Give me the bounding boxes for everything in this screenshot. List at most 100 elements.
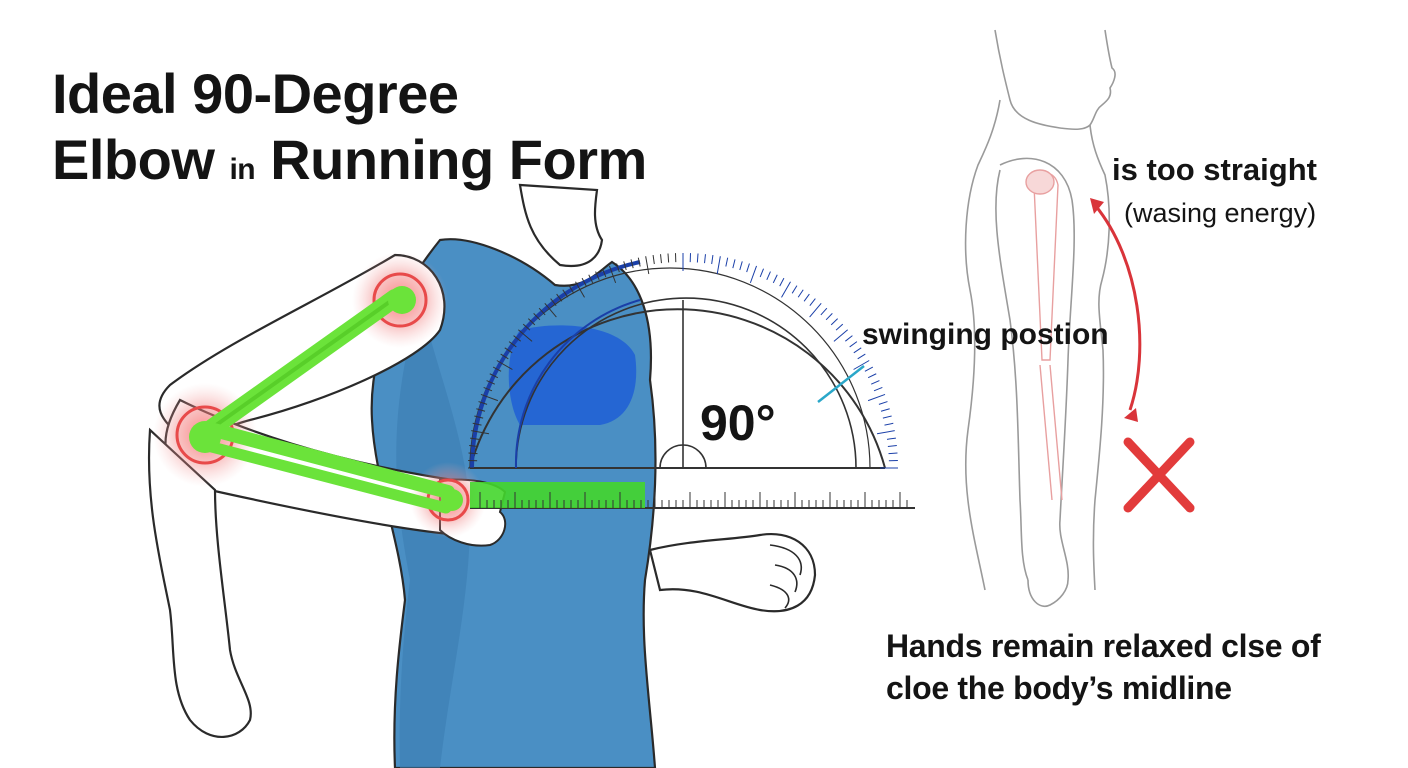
protractor-tick [867, 373, 877, 379]
protractor-tick [835, 323, 844, 331]
protractor-tick [608, 265, 617, 284]
protractor [468, 253, 898, 469]
protractor-tick [732, 259, 736, 269]
protractor-tick [667, 253, 670, 263]
protractor-tick [759, 268, 765, 278]
protractor-tick [568, 285, 575, 294]
wrong-example-figure [964, 29, 1116, 607]
protractor-tick [845, 335, 853, 342]
protractor-outer-arc [469, 308, 886, 469]
protractor-tick [504, 347, 513, 354]
protractor-tick [739, 261, 743, 271]
protractor-tick [704, 254, 706, 264]
accent-tick [817, 365, 865, 403]
protractor-tick [517, 329, 533, 342]
swinging-position-label: swinging postion [862, 318, 1109, 351]
protractor-tick [725, 257, 729, 267]
rear-fist [648, 532, 817, 613]
protractor-tick [887, 445, 897, 447]
protractor-tick [791, 285, 798, 294]
protractor-tick [876, 430, 895, 435]
title-line-1: Ideal 90-Degree [52, 62, 459, 125]
protractor-tick [588, 274, 594, 284]
profile-head [994, 29, 1116, 131]
protractor-tick [476, 408, 486, 412]
title-line-2: Elbow in Running Form [52, 128, 647, 202]
protractor-tick [478, 401, 488, 405]
protractor-tick [496, 360, 513, 370]
protractor-tick [556, 293, 563, 302]
protractor-tick [766, 271, 771, 281]
protractor-tick [575, 281, 585, 298]
protractor-tick [468, 452, 478, 455]
note-line-2: cloe the body’s midline [886, 670, 1232, 706]
protractor-tick [853, 347, 862, 354]
protractor-tick [544, 302, 557, 318]
protractor-tick [803, 293, 810, 302]
protractor-tick [888, 452, 898, 455]
protractor-tick [533, 312, 541, 321]
chest-highlight [508, 325, 637, 425]
protractor-tick [527, 318, 536, 326]
protractor-tick [878, 401, 888, 405]
protractor-tick [480, 393, 499, 402]
protractor-tick [601, 268, 607, 278]
protractor-tick [623, 261, 627, 271]
runner-figure [147, 183, 817, 768]
protractor-tick [508, 341, 517, 348]
straight-arm [995, 157, 1075, 581]
protractor-tick [886, 437, 896, 440]
runner-neck [518, 183, 604, 268]
protractor-tick [513, 335, 521, 342]
protractor-tick [849, 341, 858, 348]
arm-bones [189, 286, 463, 514]
protractor-blue-arc [470, 260, 641, 469]
protractor-tick [616, 263, 620, 273]
protractor-tick [489, 373, 499, 379]
protractor-tick [538, 307, 546, 316]
protractor-tick [522, 323, 531, 331]
protractor-tick [470, 437, 480, 440]
profile-back [964, 99, 1001, 591]
protractor-tick [474, 415, 484, 419]
title-word-elbow: Elbow [52, 128, 215, 191]
too-straight-label: is too straight [1112, 152, 1317, 187]
protractor-inner-arc [515, 297, 857, 469]
wasting-energy-label: (wasing energy) [1124, 198, 1317, 228]
title-word-running-form: Running Form [270, 128, 647, 191]
protractor-tick [469, 445, 479, 447]
title-word-in: in [229, 153, 256, 186]
profile-hand [1027, 579, 1069, 607]
protractor-tick [809, 298, 816, 306]
angle-label: 90° [700, 395, 776, 451]
protractor-tick [870, 380, 880, 385]
protractor-tick [645, 256, 650, 275]
forearm-bone-lower [202, 440, 452, 514]
protractor-tick [873, 386, 883, 392]
protractor-tick [711, 255, 714, 265]
range-arrow [1090, 198, 1142, 422]
protractor-tick [486, 380, 496, 385]
ruler-ticks [479, 492, 908, 508]
protractor-tick [797, 289, 804, 298]
protractor-tick [884, 422, 894, 426]
protractor-tick [749, 265, 758, 284]
protractor-tick [696, 253, 699, 263]
x-mark-icon [1123, 437, 1195, 513]
protractor-tick [882, 415, 892, 419]
protractor-tick [833, 329, 849, 342]
protractor-tick [853, 360, 870, 370]
protractor-tick [820, 307, 828, 316]
forearm-bone-upper [207, 423, 455, 499]
profile-front [1089, 124, 1111, 591]
fist-fingers [769, 544, 802, 609]
protractor-tick [472, 422, 482, 426]
protractor-tick [581, 277, 587, 287]
protractor-tick [595, 271, 600, 281]
protractor-tick [492, 366, 502, 372]
protractor-tick [652, 255, 655, 265]
protractor-ticks [468, 253, 898, 469]
note-line-1: Hands remain relaxed clse of [886, 628, 1321, 664]
protractor-tick [562, 289, 569, 298]
protractor-tick [857, 353, 866, 360]
